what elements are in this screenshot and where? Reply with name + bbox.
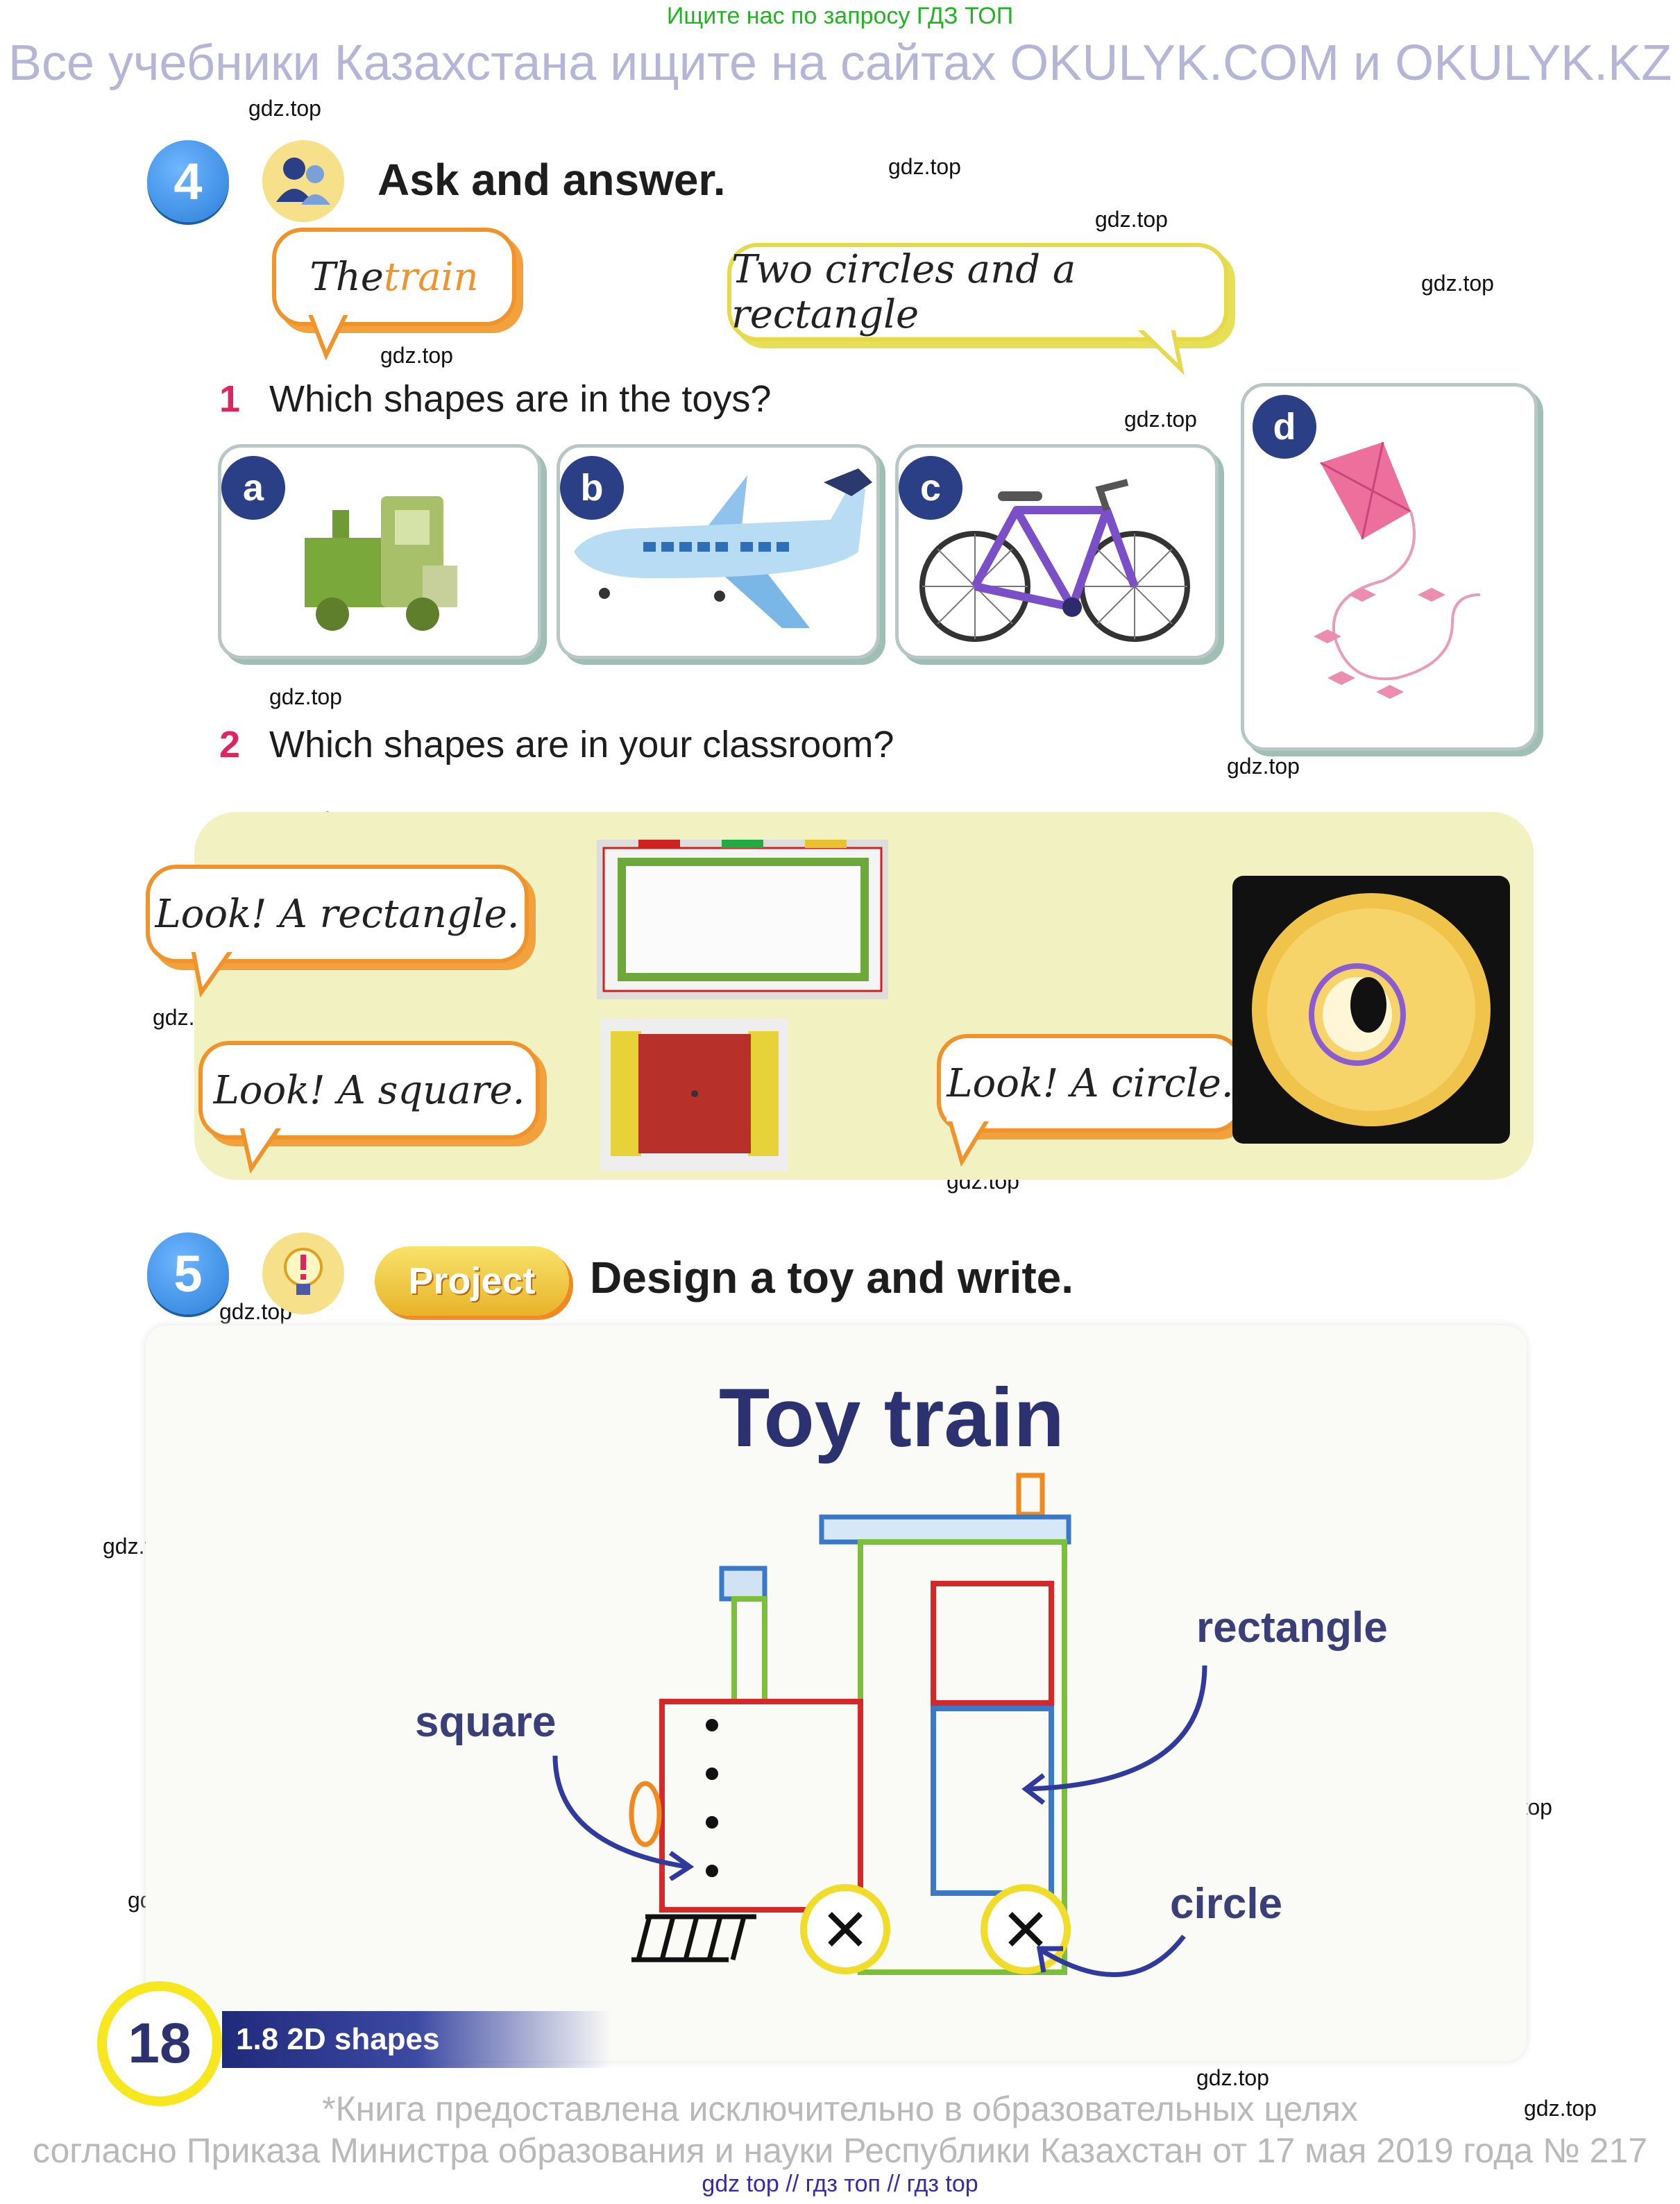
label-rectangle: rectangle	[1196, 1604, 1388, 1652]
footer-note-1: *Книга предоставлена исключительно в обр…	[322, 2089, 1358, 2128]
toy-card-plane: b	[557, 444, 880, 659]
bubble-look-rectangle: Look! A rectangle.	[146, 865, 529, 963]
bubble-tail	[307, 312, 350, 361]
task-4-title: Ask and answer.	[377, 155, 726, 205]
watermark: gdz.top	[1524, 2096, 1597, 2121]
watermark: gdz.top	[248, 96, 321, 121]
question-2-text: Which shapes are in your classroom?	[269, 724, 894, 765]
toy-train-image	[305, 496, 457, 631]
watermark: gdz.top	[269, 684, 342, 709]
tape-roll-photo	[1232, 876, 1510, 1144]
bubble-look-circle: Look! A circle.	[937, 1034, 1244, 1133]
page-number: 18	[97, 1981, 222, 2106]
watermark: gdz.top	[380, 343, 453, 368]
toy-card-bicycle: c	[895, 444, 1219, 659]
card-label-b: b	[560, 456, 624, 520]
bubble-the: The	[309, 254, 384, 300]
watermark: gdz.top	[1227, 754, 1300, 779]
card-label-c: c	[899, 456, 962, 520]
question-2-number: 2	[219, 724, 241, 765]
watermark: gdz.top	[1196, 2065, 1269, 2090]
card-label-d: d	[1253, 395, 1316, 459]
task-number-5: 5	[147, 1232, 229, 1314]
toy-train-title: Toy train	[719, 1371, 1064, 1464]
arrow-to-rectangle	[1021, 1665, 1207, 1805]
bubble-look-square: Look! A square.	[198, 1041, 540, 1139]
bubble-the-train: The train	[272, 228, 516, 326]
watermark: gdz.top	[1421, 271, 1494, 296]
footer-note-2: согласно Приказа Министра образования и …	[32, 2131, 1648, 2170]
bubble-tail	[1135, 328, 1185, 375]
watermark: gdz.top	[888, 154, 961, 179]
whiteboard-photo	[597, 840, 888, 999]
bubble-two-circles: Two circles and a rectangle	[727, 243, 1228, 341]
arrow-to-circle	[1036, 1934, 1186, 1978]
toy-kite-image	[1314, 441, 1481, 699]
section-title: 1.8 2D shapes	[222, 2011, 611, 2068]
lightbulb-icon	[262, 1232, 344, 1314]
task-5-title: Design a toy and write.	[590, 1253, 1074, 1303]
footer-links[interactable]: gdz top // гдз топ // гдз top	[702, 2171, 978, 2197]
project-label: Project	[375, 1246, 569, 1316]
question-1-text: Which shapes are in the toys?	[269, 378, 772, 420]
watermark: gdz.top	[1095, 207, 1168, 232]
question-1-number: 1	[219, 378, 241, 420]
bubble-tail	[239, 1126, 283, 1174]
bubble-train-word: train	[383, 254, 479, 300]
label-square: square	[415, 1698, 557, 1746]
bubble-tail	[947, 1119, 991, 1167]
toy-card-kite: d	[1241, 383, 1538, 751]
task-number-4: 4	[147, 140, 229, 222]
toy-plane-image	[574, 468, 872, 628]
pair-work-icon	[262, 140, 344, 222]
square-box-photo	[601, 1019, 788, 1171]
watermark: gdz.top	[1124, 407, 1197, 432]
toy-card-train: a	[218, 444, 541, 659]
top-note: Ищите нас по запросу ГДЗ ТОП	[666, 3, 1014, 29]
toy-bicycle-image	[919, 479, 1190, 642]
card-label-a: a	[221, 456, 285, 520]
site-banner: Все учебники Казахстана ищите на сайтах …	[8, 35, 1672, 91]
bubble-tail	[190, 949, 235, 998]
label-circle: circle	[1170, 1880, 1283, 1928]
arrow-to-square	[552, 1755, 695, 1881]
